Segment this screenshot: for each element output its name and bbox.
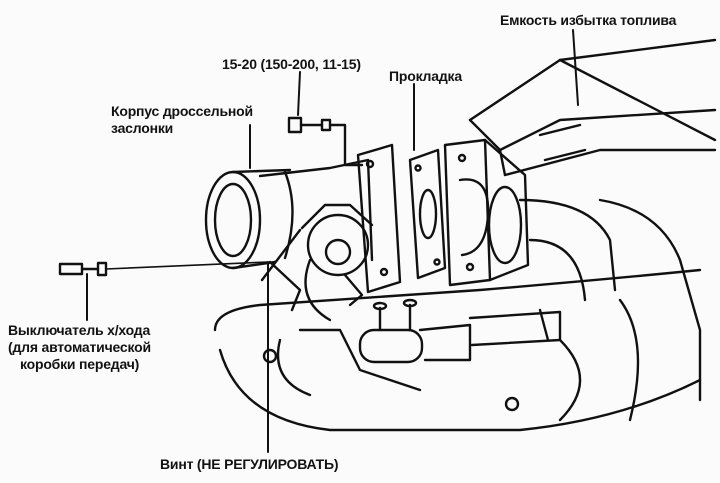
- label-throttle-body-line2: заслонки: [111, 120, 174, 136]
- label-fuel-tank: Емкость избытка топлива: [500, 12, 677, 28]
- label-idle-switch-line3: коробки передач): [20, 356, 140, 372]
- fuel-tank-plenum: [468, 38, 717, 177]
- label-idle-switch-line1: Выключатель х/хода: [8, 322, 151, 338]
- label-gasket: Прокладка: [389, 68, 462, 84]
- plenum-flange: [443, 138, 530, 287]
- leader-fuel-tank: [572, 29, 579, 106]
- label-screw: Винт (НЕ РЕГУЛИРОВАТЬ): [160, 456, 339, 472]
- throttle-body: [204, 116, 402, 322]
- leader-torque: [297, 71, 301, 116]
- label-throttle-body: Корпус дроссельной заслонки: [111, 103, 253, 137]
- label-torque: 15-20 (150-200, 11-15): [222, 56, 361, 72]
- intake-manifold: [213, 198, 702, 432]
- label-idle-switch: Выключатель х/хода (для автоматической к…: [8, 322, 151, 373]
- gasket: [408, 148, 447, 280]
- label-idle-switch-line2: (для автоматической: [8, 339, 151, 355]
- idle-switch: [58, 261, 269, 321]
- label-throttle-body-line1: Корпус дроссельной: [111, 103, 253, 119]
